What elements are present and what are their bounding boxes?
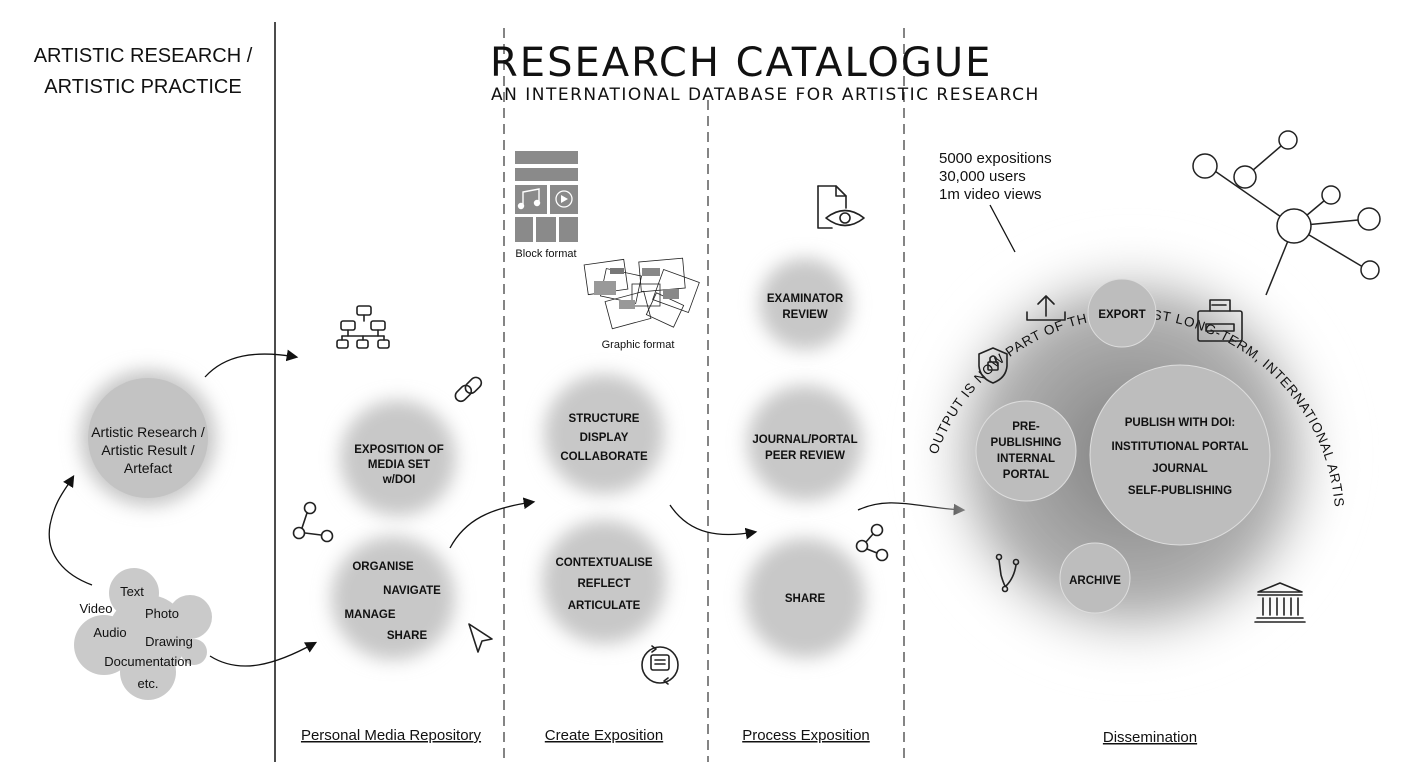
media-audio: Audio — [93, 625, 126, 640]
publish-line1: PUBLISH WITH DOI: — [1125, 417, 1236, 429]
publish-circle — [1089, 364, 1271, 546]
link-icon — [454, 376, 483, 403]
arrow-media-to-organise — [209, 641, 318, 667]
block-format-label: Block format — [515, 248, 576, 260]
graphic-format-label: Graphic format — [602, 339, 675, 351]
arrow-media-to-artefact — [48, 475, 93, 586]
section-dissemination: Dissemination — [1103, 729, 1197, 746]
collaborate-label: COLLABORATE — [560, 451, 648, 463]
share-label-personal: SHARE — [387, 630, 428, 642]
share-label-process: SHARE — [785, 593, 826, 605]
exposition-circle — [340, 400, 456, 516]
page-subtitle: AN INTERNATIONAL DATABASE FOR ARTISTIC R… — [491, 85, 1040, 105]
artefact-line1: Artistic Research / — [91, 424, 205, 440]
archive-label: ARCHIVE — [1069, 575, 1121, 587]
section-process-exposition: Process Exposition — [742, 727, 870, 744]
git-branch-icon — [995, 553, 1020, 593]
media-etc: etc. — [138, 676, 159, 691]
graphic-format-graphic — [583, 257, 700, 330]
exposition-line1: EXPOSITION OF — [354, 444, 443, 456]
play-icon — [555, 190, 573, 208]
arrow-personal-to-create — [449, 497, 536, 549]
media-photo: Photo — [145, 606, 179, 621]
media-text: Text — [120, 584, 144, 599]
section-create-exposition: Create Exposition — [545, 727, 663, 744]
media-documentation: Documentation — [104, 654, 191, 669]
examiner-line1: EXAMINATOR — [767, 293, 844, 305]
hierarchy-icon — [336, 305, 390, 349]
contextualise-circle — [542, 520, 666, 644]
media-video: Video — [79, 601, 112, 616]
document-eye-icon — [817, 185, 865, 229]
share-icon — [855, 523, 889, 562]
artefact-circle-core — [88, 378, 208, 498]
music-note-icon — [517, 188, 541, 210]
journal-circle — [747, 385, 863, 501]
contextualise-label: CONTEXTUALISE — [555, 557, 652, 569]
display-label: DISPLAY — [580, 432, 629, 444]
exposition-line3: w/DOI — [382, 474, 416, 486]
structure-label: STRUCTURE — [569, 413, 640, 425]
articulate-label: ARTICULATE — [568, 600, 641, 612]
stat-expositions: 5000 expositions — [939, 150, 1052, 167]
stats-pointer-line — [989, 204, 1016, 253]
share-icon — [292, 501, 334, 543]
share-circle — [745, 538, 865, 658]
examiner-line2: REVIEW — [782, 309, 828, 321]
media-drawing: Drawing — [145, 634, 193, 649]
prepublishing-line1: PRE- — [1012, 421, 1040, 433]
chat-icon — [641, 645, 679, 685]
archive-circle — [1059, 542, 1131, 614]
manage-label: MANAGE — [344, 609, 395, 621]
artefact-line2: Artistic Result / — [101, 442, 194, 458]
media-cloud — [74, 568, 212, 700]
left-heading-line2: ARTISTIC PRACTICE — [44, 76, 241, 98]
organise-label: ORGANISE — [352, 561, 414, 573]
page-title: RESEARCH CATALOGUE — [490, 40, 992, 86]
left-heading-line1: ARTISTIC RESEARCH / — [34, 45, 253, 67]
publish-line3: JOURNAL — [1152, 463, 1208, 475]
stat-video-views: 1m video views — [939, 186, 1042, 203]
arrow-artefact-to-repository — [204, 349, 299, 378]
network-icon — [1192, 130, 1381, 296]
shield-lock-icon — [978, 347, 1008, 384]
block-format-graphic — [515, 151, 578, 242]
publish-line4: SELF-PUBLISHING — [1128, 485, 1232, 497]
export-circle — [1087, 278, 1157, 348]
reflect-label: REFLECT — [577, 578, 630, 590]
upload-icon — [1026, 295, 1066, 321]
structure-circle — [544, 374, 664, 494]
arrow-create-to-process — [669, 504, 758, 540]
prepublishing-line3: INTERNAL — [997, 453, 1055, 465]
publish-line2: INSTITUTIONAL PORTAL — [1112, 441, 1249, 453]
journal-line2: PEER REVIEW — [765, 450, 845, 462]
export-label: EXPORT — [1098, 309, 1145, 321]
printer-icon — [1197, 299, 1243, 342]
examiner-circle — [759, 258, 851, 350]
prepublishing-line2: PUBLISHING — [991, 437, 1062, 449]
institution-icon — [1254, 582, 1306, 623]
prepublishing-circle — [975, 400, 1077, 502]
artefact-line3: Artefact — [124, 460, 172, 476]
exposition-line2: MEDIA SET — [368, 459, 430, 471]
journal-line1: JOURNAL/PORTAL — [752, 434, 857, 446]
navigate-label: NAVIGATE — [383, 585, 441, 597]
cursor-icon — [468, 623, 493, 653]
prepublishing-line4: PORTAL — [1003, 469, 1049, 481]
stat-users: 30,000 users — [939, 168, 1026, 185]
organise-circle — [331, 536, 455, 660]
section-personal-media-repository: Personal Media Repository — [301, 727, 482, 744]
